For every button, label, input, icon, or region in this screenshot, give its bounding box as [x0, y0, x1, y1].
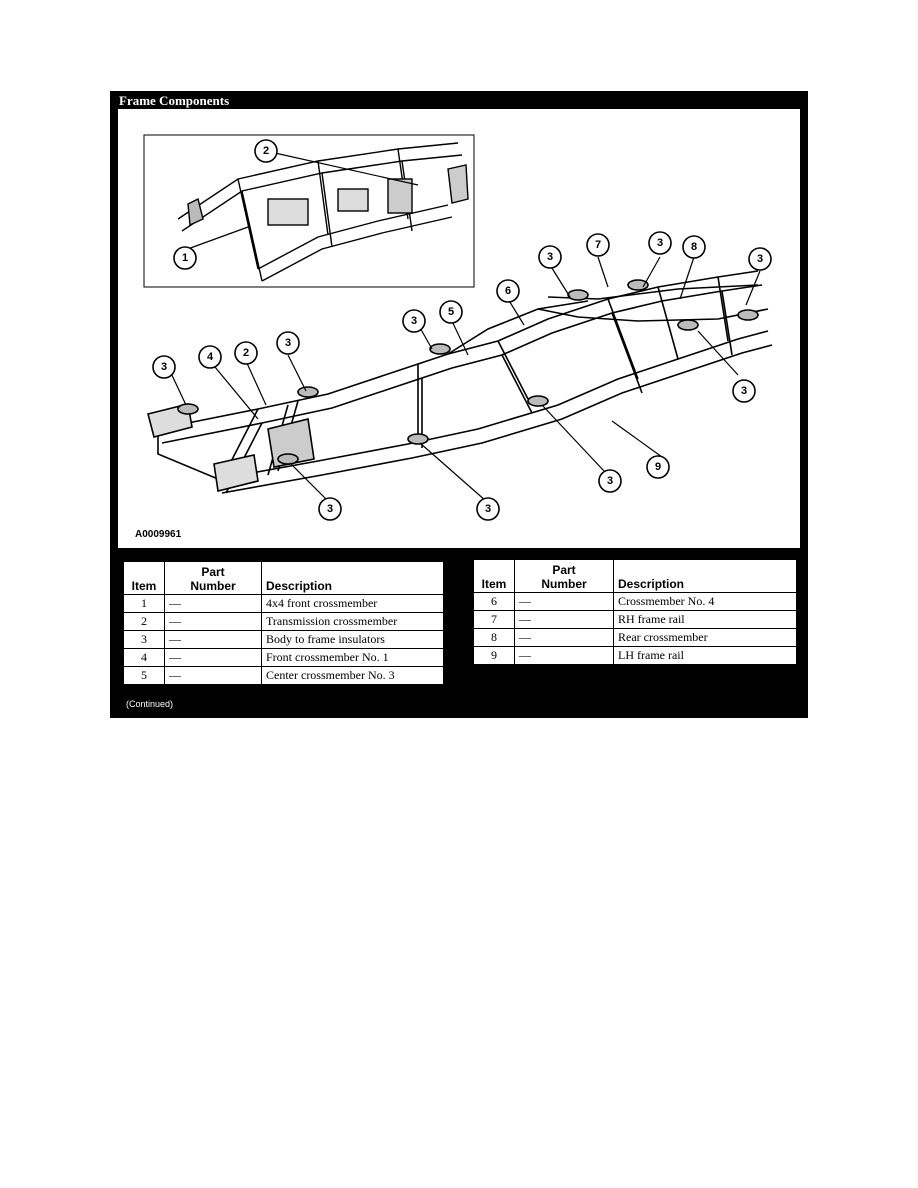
- row-item: 6: [473, 592, 515, 611]
- svg-text:3: 3: [741, 385, 747, 397]
- part-header-line2: Number: [190, 579, 236, 593]
- row-item: 9: [473, 646, 515, 665]
- svg-text:3: 3: [327, 503, 333, 515]
- row-part-number: —: [164, 612, 262, 631]
- svg-text:3: 3: [607, 475, 613, 487]
- callout-item-3: 3: [318, 497, 342, 521]
- callout-item-3: 3: [538, 245, 562, 269]
- row-description: Body to frame insulators: [261, 630, 444, 649]
- row-part-number: —: [164, 666, 262, 685]
- inset-crossmember-drawing: [177, 142, 469, 282]
- svg-text:5: 5: [448, 306, 454, 318]
- table-row: 8—Rear crossmember: [473, 628, 797, 647]
- frame-illustration: 2 1 3 7 3 8 3 6 3 5 3 3 4 2 3 3 3 3 9 A0…: [117, 108, 801, 549]
- continued-label: (Continued): [126, 699, 174, 709]
- row-description: Transmission crossmember: [261, 612, 444, 631]
- row-part-number: —: [514, 592, 614, 611]
- part-header-line2: Number: [541, 577, 587, 591]
- callout-item-3: 3: [152, 355, 176, 379]
- table-row: 7—RH frame rail: [473, 610, 797, 629]
- part-header-line1: Part: [552, 563, 576, 577]
- frame-components-panel: Frame Components: [110, 91, 808, 718]
- col-part-number-header: Part Number: [164, 561, 262, 595]
- svg-text:6: 6: [505, 285, 511, 297]
- parts-table-right: Item Part Number Description 6—Crossmemb…: [473, 559, 797, 665]
- parts-table-left: Item Part Number Description 1—4x4 front…: [123, 561, 444, 685]
- table-row: 3—Body to frame insulators: [123, 630, 444, 649]
- row-part-number: —: [164, 648, 262, 667]
- row-item: 3: [123, 630, 165, 649]
- row-part-number: —: [164, 630, 262, 649]
- table-row: 6—Crossmember No. 4: [473, 592, 797, 611]
- part-header-line1: Part: [201, 565, 225, 579]
- row-description: 4x4 front crossmember: [261, 594, 444, 613]
- figure-id: A0009961: [135, 529, 182, 540]
- svg-text:3: 3: [285, 337, 291, 349]
- callout-item-3: 3: [598, 469, 622, 493]
- main-frame-drawing: [147, 270, 773, 494]
- callout-item-7: 7: [586, 233, 610, 257]
- svg-text:3: 3: [657, 237, 663, 249]
- svg-text:9: 9: [655, 461, 661, 473]
- row-part-number: —: [514, 610, 614, 629]
- svg-text:2: 2: [263, 145, 269, 157]
- callout-item-6: 6: [496, 279, 520, 303]
- callout-item-9: 9: [646, 455, 670, 479]
- row-item: 7: [473, 610, 515, 629]
- svg-text:2: 2: [243, 347, 249, 359]
- callout-item-3: 3: [276, 331, 300, 355]
- svg-text:7: 7: [595, 239, 601, 251]
- callout-item-3: 3: [476, 497, 500, 521]
- svg-text:1: 1: [182, 252, 188, 264]
- row-description: Crossmember No. 4: [613, 592, 797, 611]
- row-description: RH frame rail: [613, 610, 797, 629]
- callout-item-3: 3: [732, 379, 756, 403]
- callout-item-3: 3: [748, 247, 772, 271]
- table-row: 4—Front crossmember No. 1: [123, 648, 444, 667]
- leader-lines: [169, 150, 761, 502]
- svg-text:3: 3: [547, 251, 553, 263]
- svg-text:3: 3: [757, 253, 763, 265]
- col-item-header: Item: [123, 561, 165, 595]
- panel-title: Frame Components: [119, 93, 230, 108]
- table-row: 9—LH frame rail: [473, 646, 797, 665]
- callout-item-3: 3: [402, 309, 426, 333]
- svg-text:4: 4: [207, 351, 214, 363]
- table-row: 2—Transmission crossmember: [123, 612, 444, 631]
- table-row: 1—4x4 front crossmember: [123, 594, 444, 613]
- svg-text:3: 3: [161, 361, 167, 373]
- row-item: 5: [123, 666, 165, 685]
- row-description: Rear crossmember: [613, 628, 797, 647]
- row-description: Front crossmember No. 1: [261, 648, 444, 667]
- row-part-number: —: [164, 594, 262, 613]
- col-description-header: Description: [613, 559, 797, 593]
- callout-item-5: 5: [439, 300, 463, 324]
- col-item-header: Item: [473, 559, 515, 593]
- row-description: LH frame rail: [613, 646, 797, 665]
- svg-text:8: 8: [691, 241, 697, 253]
- row-description: Center crossmember No. 3: [261, 666, 444, 685]
- svg-text:3: 3: [485, 503, 491, 515]
- row-part-number: —: [514, 628, 614, 647]
- row-part-number: —: [514, 646, 614, 665]
- callout-item-3: 3: [648, 231, 672, 255]
- callout-item-2: 2: [234, 341, 258, 365]
- callout-item-2-inset: 2: [254, 139, 278, 163]
- col-description-header: Description: [261, 561, 444, 595]
- svg-text:3: 3: [411, 315, 417, 327]
- table-row: 5—Center crossmember No. 3: [123, 666, 444, 685]
- row-item: 1: [123, 594, 165, 613]
- row-item: 8: [473, 628, 515, 647]
- callout-item-4: 4: [198, 345, 222, 369]
- callout-item-8: 8: [682, 235, 706, 259]
- frame-drawing: 2 1 3 7 3 8 3 6 3 5 3 3 4 2 3 3 3 3 9: [143, 134, 773, 521]
- row-item: 4: [123, 648, 165, 667]
- col-part-number-header: Part Number: [514, 559, 614, 593]
- row-item: 2: [123, 612, 165, 631]
- callout-item-1: 1: [173, 246, 197, 270]
